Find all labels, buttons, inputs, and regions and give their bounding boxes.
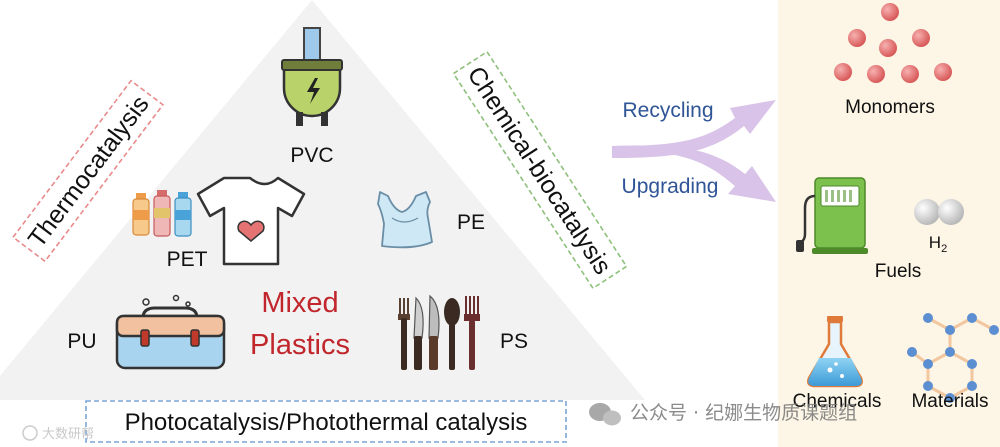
cutlery-icon bbox=[398, 294, 480, 370]
pvc-label: PVC bbox=[290, 144, 333, 167]
corner-watermark-icon bbox=[22, 425, 38, 441]
monomers-label: Monomers bbox=[845, 97, 935, 118]
materials-label: Materials bbox=[911, 391, 988, 412]
photocatalysis-label: Photocatalysis/Photothermal catalysis bbox=[125, 409, 528, 436]
h2-molecule-icon bbox=[914, 199, 964, 225]
mixed-plastics-title-line2: Plastics bbox=[250, 329, 350, 361]
flask-icon bbox=[807, 316, 863, 388]
recycling-label: Recycling bbox=[622, 99, 713, 122]
pu-label: PU bbox=[67, 330, 96, 353]
h2-label-base: H bbox=[929, 233, 941, 252]
wechat-icon bbox=[589, 403, 621, 426]
pet-label: PET bbox=[167, 248, 208, 271]
plug-icon bbox=[281, 27, 343, 126]
photocatalysis-box bbox=[85, 400, 567, 443]
fuel-pump-icon bbox=[796, 177, 868, 254]
plastic-bag-icon bbox=[377, 191, 433, 249]
fuels-label: Fuels bbox=[875, 261, 921, 282]
ps-label: PS bbox=[500, 330, 528, 353]
mixed-plastics-title-line1: Mixed bbox=[261, 287, 338, 319]
monomer-spheres-icon bbox=[834, 3, 952, 83]
chemicals-label: Chemicals bbox=[793, 391, 882, 412]
corner-watermark: 大数研帮 bbox=[42, 427, 94, 442]
lunchbox-icon bbox=[115, 294, 226, 370]
bottles-icon bbox=[132, 190, 192, 237]
h2-label: H2 bbox=[929, 233, 947, 255]
recycling-upgrading-arrow bbox=[612, 100, 776, 202]
watermark-text: 公众号 · 纪娜生物质课题组 bbox=[630, 402, 857, 424]
molecular-network-icon bbox=[907, 313, 999, 403]
pe-label: PE bbox=[457, 211, 485, 234]
upgrading-label: Upgrading bbox=[622, 175, 719, 198]
tshirt-icon bbox=[196, 176, 306, 266]
h2-label-subscript: 2 bbox=[941, 243, 947, 255]
mixed-plastics-triangle bbox=[0, 0, 645, 400]
